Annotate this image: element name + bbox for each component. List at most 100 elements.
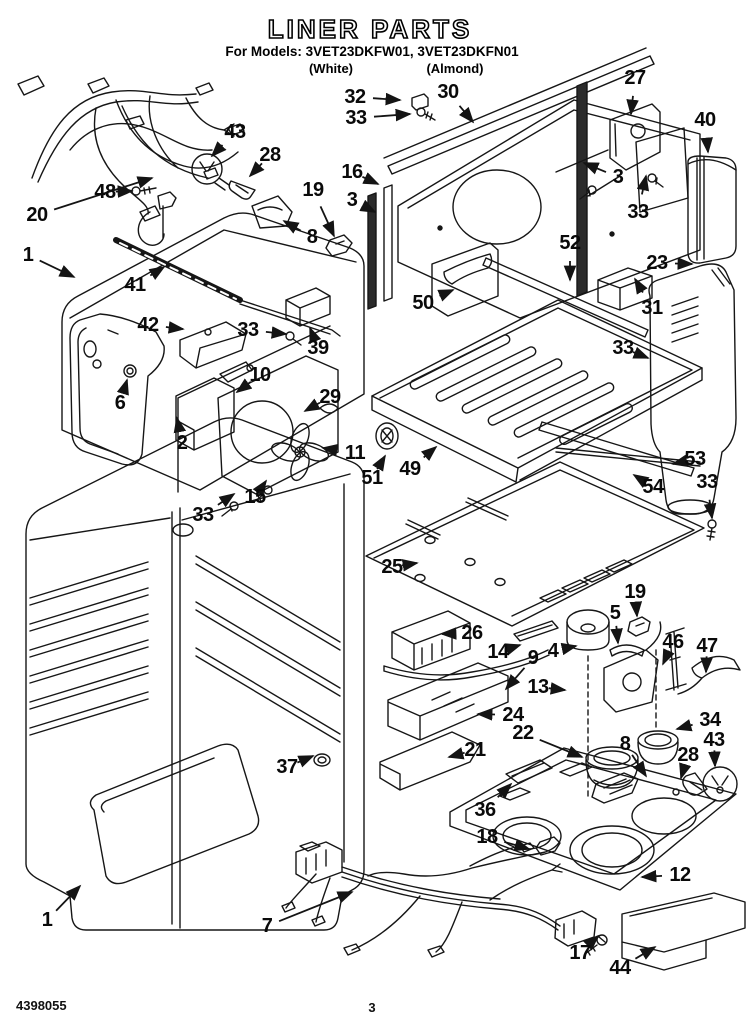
strap-47: [677, 655, 741, 695]
callout-4: 4: [547, 640, 559, 662]
callout-33: 33: [696, 471, 718, 493]
callout-28: 28: [677, 744, 699, 766]
leader-line-19: [319, 206, 335, 238]
leader-line-1: [55, 884, 82, 912]
callout-9: 9: [527, 647, 539, 669]
bulb-43-bottom: [702, 766, 738, 802]
callout-50: 50: [412, 292, 434, 314]
leader-line-37: [297, 755, 315, 768]
leader-line-16: [362, 172, 380, 185]
leader-line-48: [115, 185, 134, 198]
callout-36: 36: [474, 799, 496, 821]
leader-line-51: [372, 454, 386, 472]
callout-39: 39: [307, 337, 329, 359]
screw-48-and-clip: [131, 186, 177, 246]
callout-25: 25: [381, 556, 403, 578]
cover-44: [621, 892, 746, 971]
bracket-13: [603, 621, 662, 713]
callout-5: 5: [609, 602, 621, 624]
callout-42: 42: [137, 314, 159, 336]
bracket-27: [555, 103, 664, 200]
callout-33: 33: [627, 201, 649, 223]
callout-40: 40: [694, 109, 716, 131]
socket-28-top: [228, 180, 256, 200]
leader-line-25: [401, 559, 419, 572]
clip-18: [367, 836, 561, 877]
leader-line-33: [632, 346, 650, 359]
leader-line-30: [458, 105, 475, 124]
wire-harness-bottom: [281, 841, 597, 958]
callout-14: 14: [487, 641, 509, 663]
callout-17: 17: [569, 942, 591, 964]
relay-26: [391, 610, 471, 671]
callout-46: 46: [662, 631, 684, 653]
liner-top-section: [61, 212, 365, 537]
callout-6: 6: [114, 392, 126, 414]
leader-line-21: [447, 747, 465, 760]
callout-2: 2: [176, 432, 188, 454]
callout-20: 20: [26, 204, 48, 226]
doc-number: 4398055: [16, 998, 67, 1013]
callout-11: 11: [344, 442, 366, 464]
leader-line-7: [278, 891, 354, 923]
callout-51: 51: [361, 467, 383, 489]
leader-line-33: [636, 174, 650, 195]
leader-line-18: [504, 838, 531, 852]
leader-line-8: [282, 220, 302, 234]
leader-line-33: [217, 492, 236, 508]
leader-line-33: [265, 326, 288, 339]
leader-line-28: [248, 161, 265, 178]
leader-line-10: [235, 378, 253, 394]
callout-29: 29: [319, 386, 341, 408]
callout-33: 33: [345, 107, 367, 129]
leader-line-42: [165, 321, 185, 334]
plate-50: [431, 242, 499, 317]
plate-36: [505, 759, 553, 784]
callout-23: 23: [646, 252, 668, 274]
callout-53: 53: [684, 448, 706, 470]
leader-line-2: [173, 416, 187, 434]
callout-32: 32: [344, 86, 366, 108]
callout-37: 37: [276, 756, 298, 778]
callout-15: 15: [244, 486, 266, 508]
callout-1: 1: [41, 909, 53, 931]
lamp-shield-8: [251, 195, 293, 229]
callout-48: 48: [94, 181, 116, 203]
leader-line-40: [700, 137, 713, 154]
leader-line-41: [148, 266, 166, 280]
leader-lines: [39, 92, 721, 960]
leader-line-11: [321, 443, 339, 457]
leader-line-3: [359, 199, 377, 213]
clip-19-bottom: [627, 616, 651, 637]
leader-line-3: [582, 162, 607, 175]
callout-19: 19: [302, 179, 324, 201]
leader-line-27: [626, 95, 639, 116]
leader-line-15: [252, 479, 268, 497]
leader-line-43: [708, 750, 721, 768]
callout-30: 30: [437, 81, 459, 103]
leader-line-1: [39, 259, 76, 278]
clip-5: [609, 644, 645, 657]
callout-12: 12: [669, 864, 691, 886]
callout-33: 33: [192, 504, 214, 526]
callout-8: 8: [619, 733, 631, 755]
callout-18: 18: [476, 826, 498, 848]
callout-13: 13: [527, 676, 549, 698]
leader-line-12: [640, 869, 663, 883]
foam-block-21: [379, 731, 481, 791]
page-number: 3: [368, 1000, 376, 1015]
callout-43: 43: [224, 121, 246, 143]
leader-line-31: [634, 277, 648, 295]
callout-33: 33: [612, 337, 634, 359]
leader-line-9: [504, 667, 526, 691]
leader-line-50: [437, 289, 455, 302]
leader-line-28: [679, 762, 692, 780]
air-tower-23: [648, 263, 737, 515]
leader-line-49: [420, 445, 438, 462]
leader-line-36: [496, 782, 513, 799]
leader-line-33: [703, 499, 717, 520]
leader-line-6: [116, 378, 129, 396]
bracket-42: [179, 321, 247, 369]
